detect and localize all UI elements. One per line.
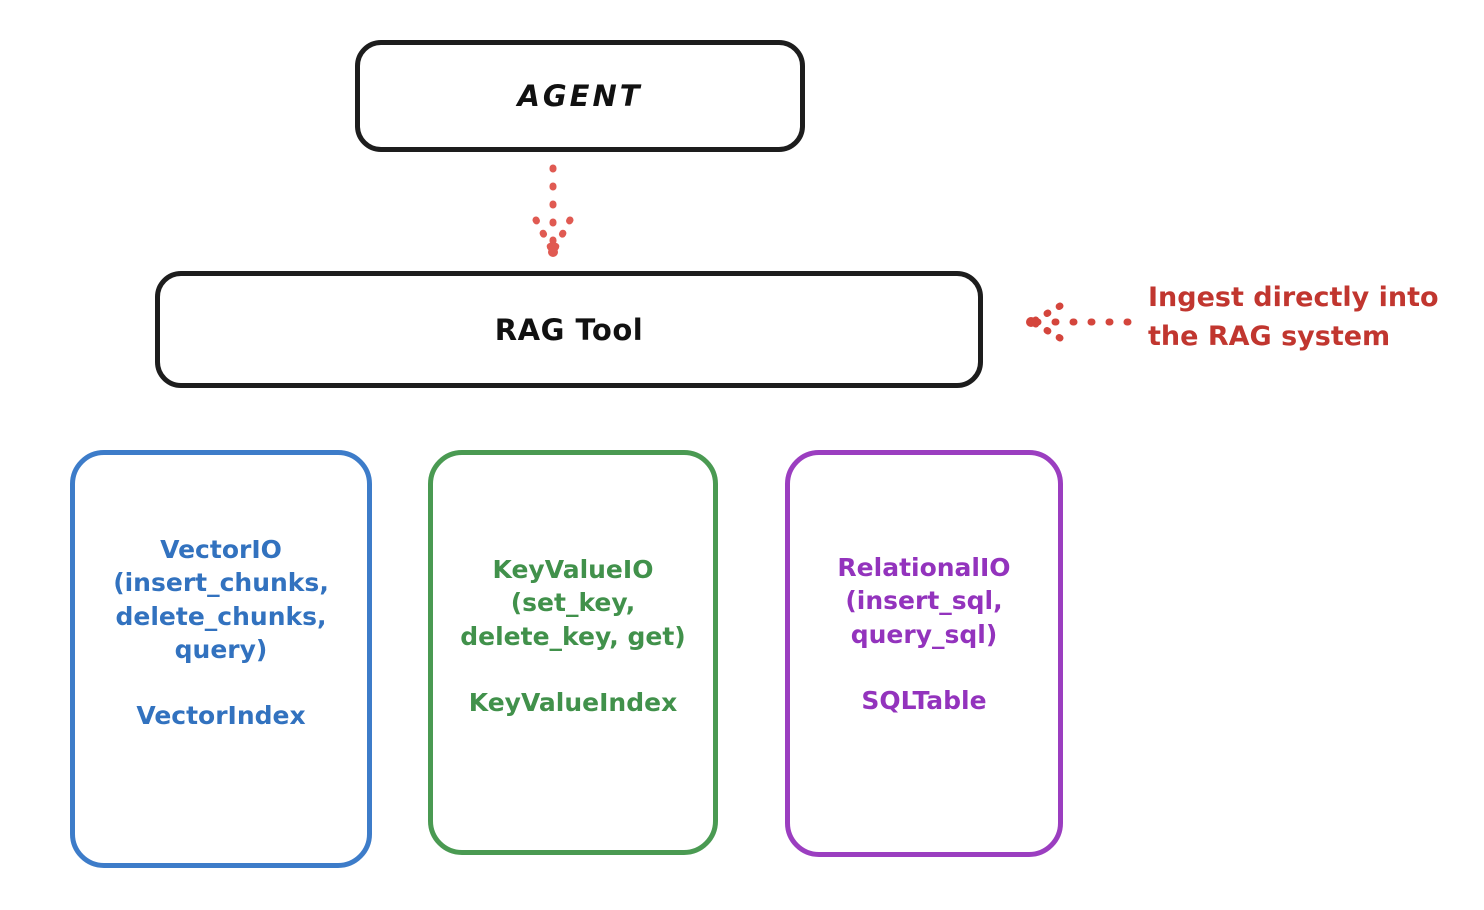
connector-ingest-to-rag-tool-icon: [1026, 302, 1132, 342]
node-rag-tool[interactable]: RAG Tool: [155, 271, 983, 388]
node-key-value-io-label: KeyValueIO (set_key, delete_key, get) Ke…: [460, 555, 686, 717]
node-vector-io[interactable]: VectorIO (insert_chunks, delete_chunks, …: [70, 450, 372, 868]
connector-agent-to-rag-tool-icon: [532, 164, 574, 257]
node-key-value-io[interactable]: KeyValueIO (set_key, delete_key, get) Ke…: [428, 450, 718, 855]
annotation-ingest: Ingest directly into the RAG system: [1148, 282, 1439, 353]
node-relational-io[interactable]: RelationalIO (insert_sql, query_sql) SQL…: [785, 450, 1063, 857]
node-vector-io-label: VectorIO (insert_chunks, delete_chunks, …: [113, 535, 329, 731]
node-rag-tool-label: RAG Tool: [494, 312, 644, 347]
node-agent[interactable]: AGENT: [355, 40, 805, 152]
node-relational-io-label: RelationalIO (insert_sql, query_sql) SQL…: [837, 553, 1011, 715]
node-agent-label: AGENT: [517, 79, 643, 113]
